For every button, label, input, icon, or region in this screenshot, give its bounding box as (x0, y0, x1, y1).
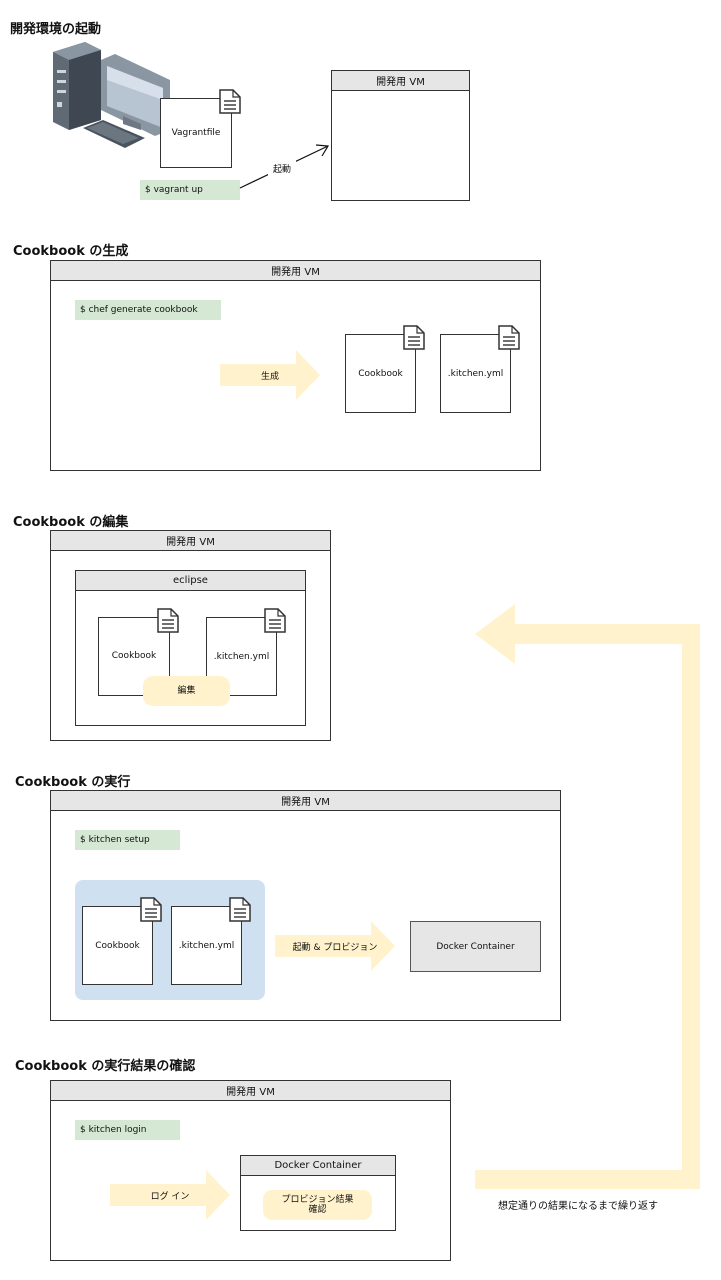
edit-label: 編集 (143, 676, 230, 706)
cookbook-label: Cookbook (95, 940, 140, 951)
provision-arrow (275, 921, 395, 971)
cookbook-file: Cookbook (82, 897, 162, 985)
vm-title: 開発用 VM (51, 261, 540, 281)
docker-container-box: Docker Container (410, 921, 541, 972)
kitchen-setup-command: $ kitchen setup (75, 830, 180, 850)
kitchen-yml-file: .kitchen.yml (440, 325, 520, 413)
provision-check-line2: 確認 (308, 1205, 327, 1215)
vagrantfile-file: Vagrantfile (160, 89, 241, 168)
generate-arrow (220, 350, 320, 400)
generate-arrow-label: 生成 (260, 371, 279, 382)
login-arrow (110, 1170, 230, 1220)
file-icon (229, 897, 251, 922)
kitchen-yml-file: .kitchen.yml (171, 897, 251, 985)
section-title-generate: Cookbook の生成 (13, 244, 129, 259)
file-icon (140, 897, 162, 922)
vm-title: 開発用 VM (51, 531, 330, 551)
kitchen-yml-label: .kitchen.yml (178, 940, 235, 951)
kitchen-login-command: $ kitchen login (75, 1120, 180, 1140)
startup-arrow-label: 起動 (268, 160, 296, 176)
section-title-run: Cookbook の実行 (15, 775, 131, 790)
login-arrow-label: ログ イン (150, 1191, 190, 1202)
kitchen-yml-label: .kitchen.yml (447, 368, 504, 379)
loop-label: 想定通りの結果になるまで繰り返す (498, 1201, 658, 1212)
section-title-verify: Cookbook の実行結果の確認 (15, 1059, 196, 1074)
docker-container-title: Docker Container (241, 1156, 395, 1176)
computer-icon (53, 42, 170, 148)
loop-back-arrow (475, 604, 700, 1189)
chef-generate-command: $ chef generate cookbook (75, 300, 221, 320)
file-icon (403, 325, 425, 350)
section-title-edit: Cookbook の編集 (13, 515, 129, 530)
file-icon (498, 325, 520, 350)
cookbook-label: Cookbook (358, 368, 403, 379)
vm-title: 開発用 VM (332, 71, 469, 91)
kitchen-yml-label: .kitchen.yml (213, 651, 270, 662)
vm-title: 開発用 VM (51, 791, 560, 811)
provision-arrow-label: 起動 & プロビジョン (292, 942, 378, 953)
file-icon (157, 608, 179, 633)
vagrantfile-label: Vagrantfile (171, 128, 221, 138)
eclipse-title: eclipse (76, 571, 305, 591)
cookbook-file: Cookbook (345, 325, 425, 413)
file-icon (219, 89, 241, 114)
file-icon (264, 608, 286, 633)
provision-check-label: プロビジョン結果 確認 (263, 1190, 372, 1220)
vagrant-up-command: $ vagrant up (140, 180, 240, 200)
vm-title: 開発用 VM (51, 1081, 450, 1101)
cookbook-label: Cookbook (111, 650, 157, 661)
section-title-startup: 開発環境の起動 (10, 22, 102, 37)
vm-box-startup: 開発用 VM (331, 70, 470, 201)
provision-check-line1: プロビジョン結果 (281, 1195, 354, 1205)
